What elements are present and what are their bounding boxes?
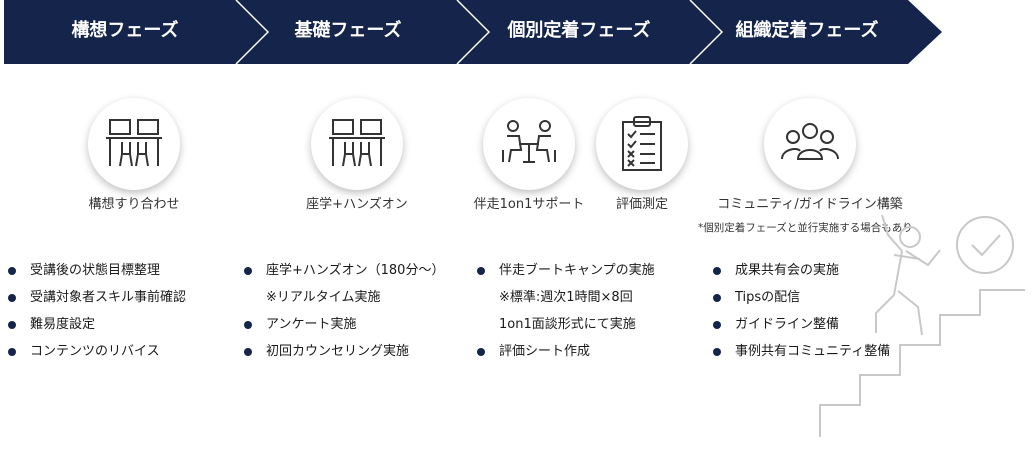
desk-meeting-icon [329,119,385,167]
phase-divider [456,0,491,65]
clipboard-checklist-icon [622,116,662,171]
list-item-text: 成果共有会の実施 [735,263,840,278]
list-item-text: 伴走ブートキャンプの実施 [499,263,655,278]
list-item-text: アンケート実施 [266,317,357,332]
icon-label-support: 伴走1on1サポート [473,197,585,212]
list-item-text: 事例共有コミュニティ整備 [735,344,891,359]
list-item-text: 座学+ハンズオン（180分～） [266,263,445,278]
list-item-continuation: 1on1面談形式にて実施 [477,311,655,338]
climbing-stairs-checkmark-icon [819,214,1025,437]
list-item-text: ガイドライン整備 [735,317,840,332]
bullet-dot [477,267,485,275]
list-item: コンテンツのリバイス [8,338,186,365]
bullet-list-individual: 伴走ブートキャンプの実施 ※標準:週次1時間×8回 1on1面談形式にて実施 評… [477,257,655,365]
list-item: 受講対象者スキル事前確認 [8,284,186,311]
phase-bar: 構想フェーズ 基礎フェーズ 個別定着フェーズ 組織定着フェーズ [0,0,1036,66]
list-item-text: 1on1面談形式にて実施 [499,317,636,332]
list-item-text: 受講後の状態目標整理 [30,263,161,278]
icon-label-evaluation: 評価測定 [615,197,668,212]
phase-label-individual: 個別定着フェーズ [507,20,651,41]
desk-meeting-icon [106,119,162,167]
bullet-list-concept: 受講後の状態目標整理 受講対象者スキル事前確認 難易度設定 コンテンツのリバイス [8,257,186,365]
list-item: 初回カウンセリング実施 [244,338,444,365]
bullet-dot [713,321,721,329]
icon-label-basic: 座学+ハンズオン [306,197,408,212]
list-item: 事例共有コミュニティ整備 [713,338,890,365]
bullet-dot [244,267,252,275]
one-on-one-icon [502,120,556,163]
phase-label-basic: 基礎フェーズ [294,20,402,41]
bullet-list-organization: 成果共有会の実施 Tipsの配信 ガイドライン整備 事例共有コミュニティ整備 [713,257,890,365]
community-group-icon [781,123,839,160]
list-item: 難易度設定 [8,311,186,338]
list-item-text: 受講対象者スキル事前確認 [30,290,187,305]
list-item-text: ※リアルタイム実施 [266,290,381,305]
bullet-dot [477,348,485,356]
bullet-dot [713,267,721,275]
parallel-note: *個別定着フェーズと並行実施する場合もあり [698,222,913,234]
phase-divider [689,0,724,65]
icon-label-concept: 構想すり合わせ [88,197,180,212]
icon-circle-community [764,98,856,190]
bullet-dot [713,348,721,356]
list-item-text: コンテンツのリバイス [30,344,160,359]
list-item: 座学+ハンズオン（180分～） [244,257,444,284]
icon-label-community: コミュニティ/ガイドライン構築 [717,197,903,212]
bullet-list-basic: 座学+ハンズオン（180分～） ※リアルタイム実施 アンケート実施 初回カウンセ… [244,257,444,365]
list-item: 伴走ブートキャンプの実施 [477,257,655,284]
list-item: 受講後の状態目標整理 [8,257,186,284]
list-item-text: ※標準:週次1時間×8回 [499,290,633,305]
list-item-text: 評価シート作成 [499,344,591,359]
bullet-dot [713,294,721,302]
phase-label-organization: 組織定着フェーズ [735,20,879,41]
icon-circle-support [483,98,575,190]
icon-circle-evaluation [596,98,688,190]
list-item: 成果共有会の実施 [713,257,890,284]
list-item-text: 難易度設定 [30,317,96,332]
list-item-continuation: ※標準:週次1時間×8回 [477,284,655,311]
list-item-text: 初回カウンセリング実施 [266,344,410,359]
bullet-dot [8,321,16,329]
phase-background [4,0,942,64]
bullet-dot [8,348,16,356]
list-item: ガイドライン整備 [713,311,890,338]
icon-circle-basic [311,98,403,190]
list-item: 評価シート作成 [477,338,655,365]
phase-label-concept: 構想フェーズ [71,20,179,41]
bullet-dot [244,348,252,356]
bullet-dot [8,267,16,275]
list-item: Tipsの配信 [713,284,890,311]
list-item-continuation: ※リアルタイム実施 [244,284,444,311]
list-item: アンケート実施 [244,311,444,338]
bullet-dot [244,321,252,329]
bullet-dot [8,294,16,302]
phase-chevron-shape [4,0,942,65]
phase-divider [235,0,270,65]
icon-circle-concept [88,98,180,190]
list-item-text: Tipsの配信 [735,290,801,305]
